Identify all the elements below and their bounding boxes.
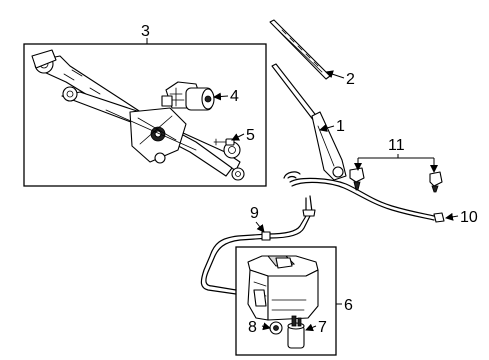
upper-washer-hose: [283, 171, 445, 223]
reservoir-group-box: [235, 246, 337, 356]
callout-2: 2: [346, 71, 355, 88]
callout-11: 11: [388, 137, 405, 154]
wiper-motor: [161, 81, 215, 111]
callout-1: 1: [336, 118, 345, 135]
callout-6: 6: [344, 297, 353, 314]
callout-3: 3: [141, 23, 150, 40]
callout-9: 9: [250, 205, 259, 222]
callout-10: 10: [460, 209, 478, 226]
washer-hose: [200, 215, 311, 295]
linkage-group-box: [23, 43, 267, 187]
washer-nozzles: [349, 167, 443, 193]
callout-7: 7: [318, 319, 327, 336]
pump-grommet: [269, 321, 283, 335]
wiper-linkage-assembly: [31, 49, 245, 181]
wiper-arm: [271, 63, 347, 181]
washer-pump: [287, 315, 305, 349]
callout-8: 8: [248, 319, 257, 336]
mounting-bolt: [213, 138, 235, 146]
callout-4: 4: [230, 88, 239, 105]
washer-reservoir: [247, 255, 319, 321]
callout-5: 5: [246, 127, 255, 144]
